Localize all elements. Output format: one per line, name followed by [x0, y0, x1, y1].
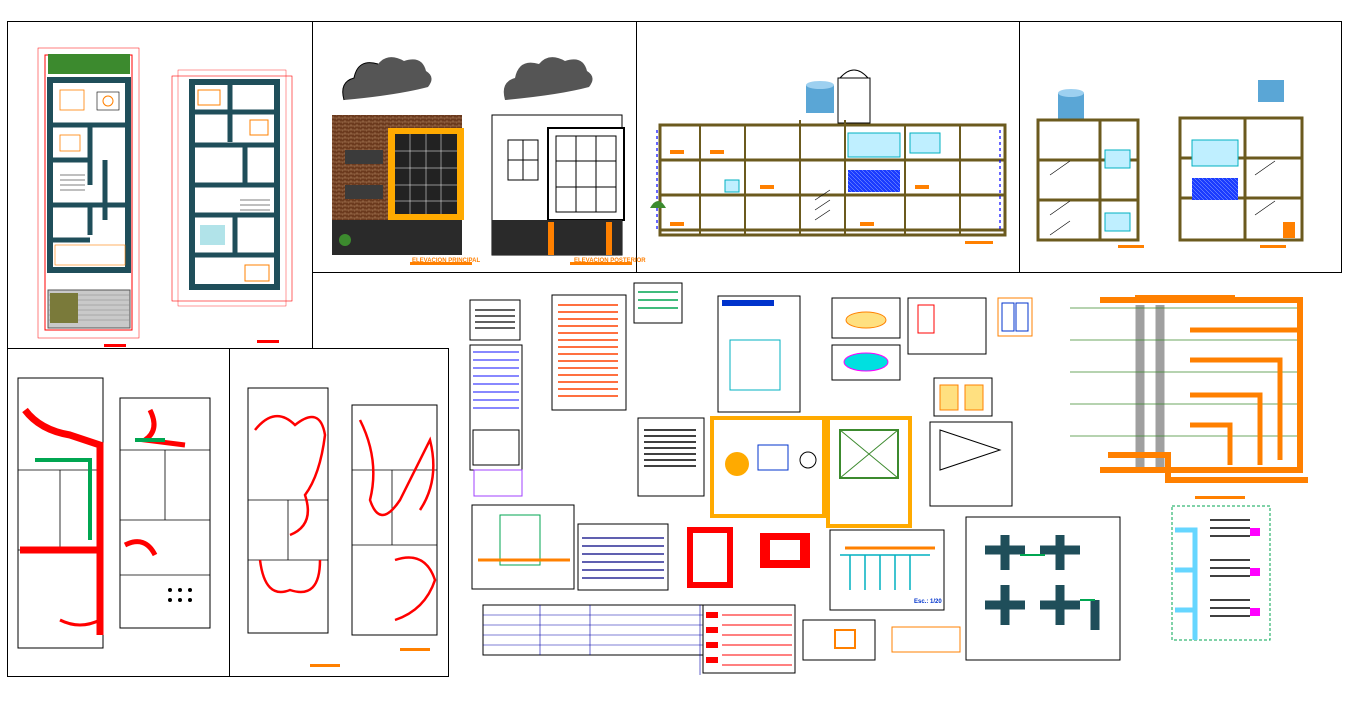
longitudinal-section: [650, 69, 1007, 244]
floor-plan-2: [171, 69, 293, 343]
detail-drawings: [471, 282, 1033, 611]
cross-section-b: [1178, 80, 1304, 248]
water-distribution: [1171, 496, 1271, 641]
rear-elevation: [491, 57, 632, 265]
sanitary-plan-2: [119, 397, 211, 629]
title-block: [482, 604, 961, 675]
legend-tables: [469, 294, 627, 497]
riser-diagram: [1070, 295, 1308, 483]
floor-plan-1: [37, 47, 140, 347]
lighting-plan-2: [351, 404, 438, 651]
elevation-rear-label: ELEVACION POSTERIOR: [574, 258, 646, 264]
plumbing-fittings: [965, 516, 1121, 661]
scale-note: Esc.: 1/20: [914, 599, 942, 605]
front-elevation: [332, 57, 472, 265]
elevation-main-label: ELEVACION PRINCIPAL: [412, 258, 481, 264]
sanitary-plan-1: [17, 377, 104, 649]
cross-section-a: [1036, 89, 1144, 248]
panel-plans-electrical: [7, 348, 230, 677]
lighting-plan-1: [247, 387, 340, 667]
panel-plans-circuits: [229, 348, 449, 677]
